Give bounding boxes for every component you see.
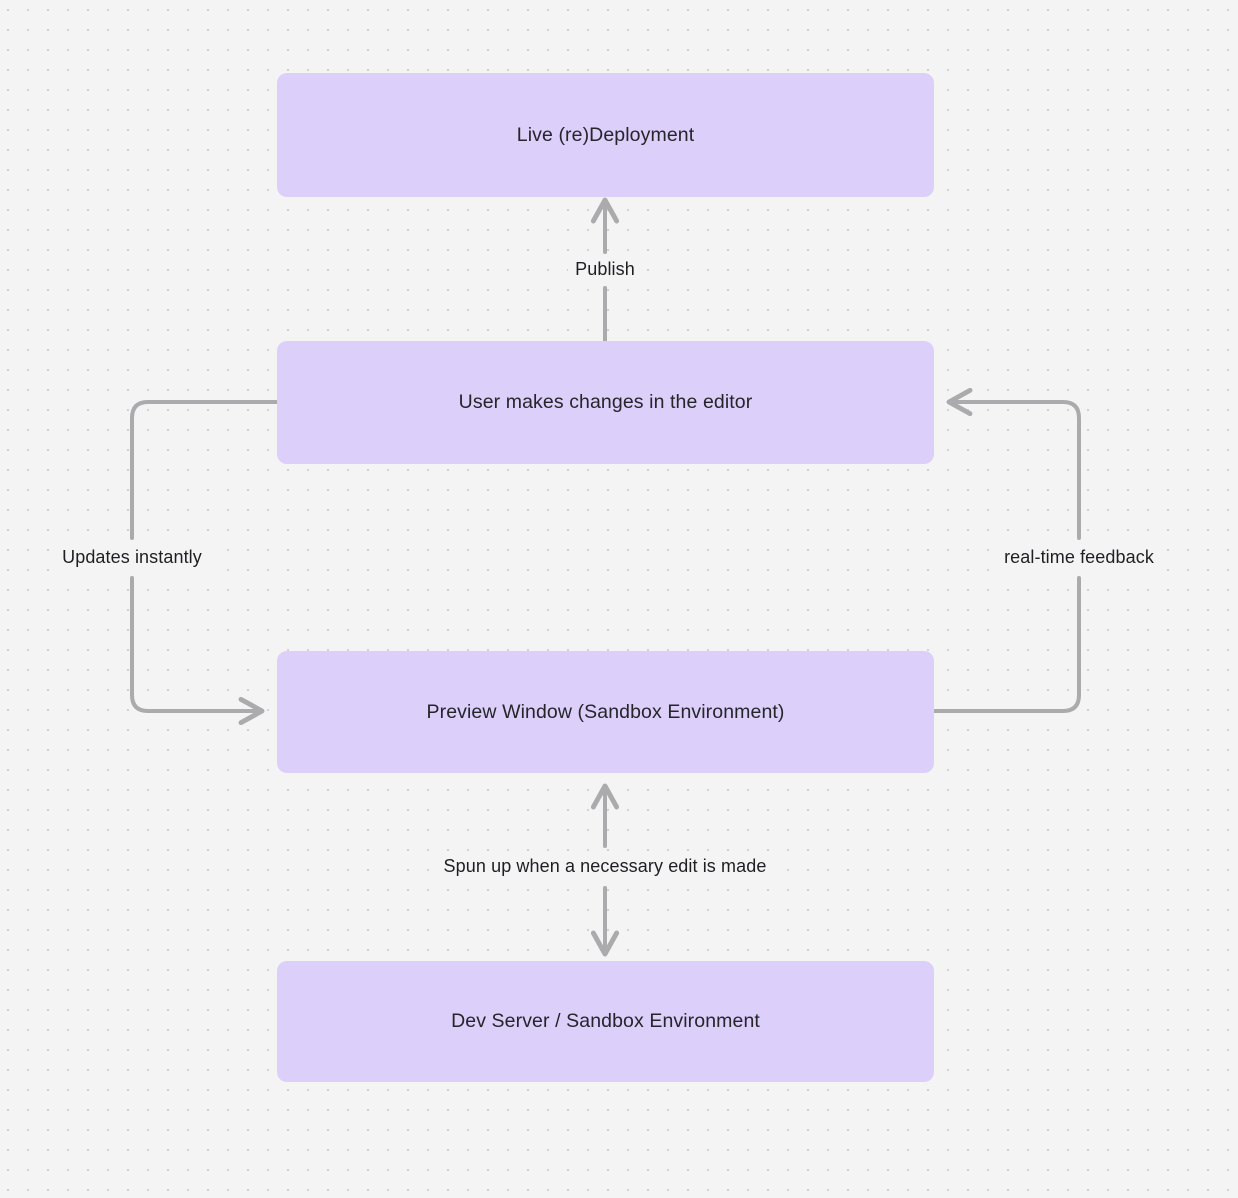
node-live-redeployment[interactable]: Live (re)Deployment [277,73,934,197]
edge-label-publish: Publish [568,257,642,283]
node-preview-window[interactable]: Preview Window (Sandbox Environment) [277,651,934,773]
node-dev-server[interactable]: Dev Server / Sandbox Environment [277,961,934,1082]
edge-label-updates-instantly: Updates instantly [55,545,209,571]
node-preview-window-label: Preview Window (Sandbox Environment) [426,700,785,723]
edge-label-spun-up: Spun up when a necessary edit is made [436,854,774,880]
node-user-makes-changes[interactable]: User makes changes in the editor [277,341,934,464]
edge-label-real-time-feedback: real-time feedback [997,545,1161,571]
node-user-makes-changes-label: User makes changes in the editor [458,391,753,414]
node-dev-server-label: Dev Server / Sandbox Environment [451,1010,760,1033]
node-live-redeployment-label: Live (re)Deployment [516,123,695,146]
